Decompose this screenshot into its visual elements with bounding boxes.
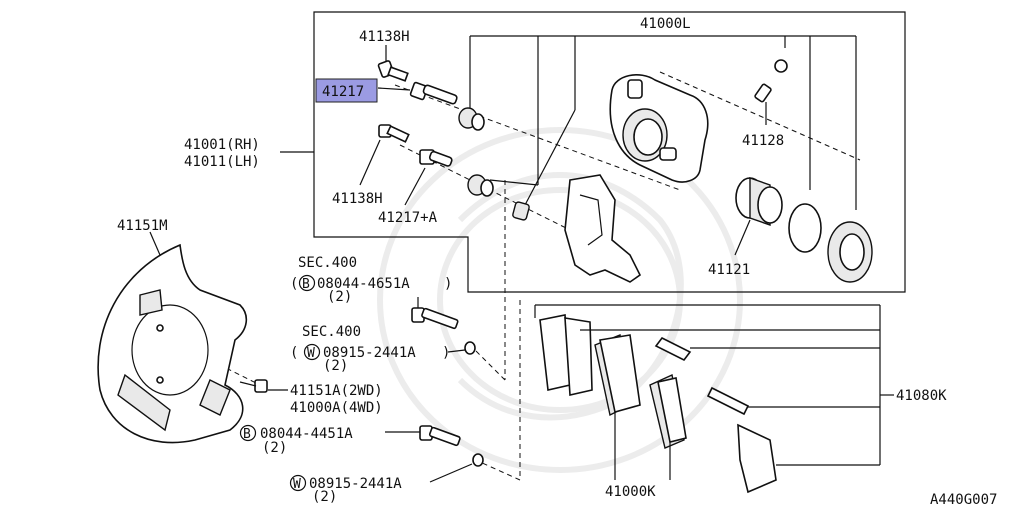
b-circle-1: [298, 274, 316, 292]
label-body-lh: 41011(LH): [184, 154, 260, 170]
bolt-41138h-bottom: [359, 124, 410, 186]
b-symbol-1: B: [302, 277, 310, 292]
splash-plate-41151m: [97, 231, 248, 444]
dust-boot: [827, 221, 873, 283]
label-bolt-top: 41138H: [359, 29, 410, 45]
bleeder-41128: [754, 59, 788, 125]
label-washer2-qty: (2): [312, 489, 337, 505]
label-washer2: 08915-2441A: [309, 476, 402, 492]
w-circle-1: [303, 343, 321, 361]
torque-member: [564, 174, 642, 283]
paren-open-1: (: [290, 276, 298, 292]
paren-open-2: (: [290, 345, 298, 361]
label-screw-2wd: 41151A(2WD): [290, 383, 383, 399]
pin-leader: [377, 87, 411, 91]
w-symbol-1: W: [307, 346, 315, 361]
guide-pin-41217a: [404, 149, 453, 206]
guide-pin-41217: [409, 81, 458, 105]
label-bolt-bottom: 41138H: [332, 191, 383, 207]
bolt-41138h-top: [377, 48, 409, 82]
label-pad: 41000K: [605, 484, 656, 500]
b-circle-2: [239, 424, 257, 442]
screw-41151a: [239, 379, 288, 393]
watermark: [377, 127, 743, 473]
piston-seal: [788, 203, 822, 253]
label-pin-highlight[interactable]: 41217: [322, 84, 364, 100]
pin-boot-lower: [467, 174, 494, 197]
bolt-08044-4651a: [411, 297, 459, 330]
label-bolt1-qty: (2): [327, 289, 352, 305]
label-washer1: 08915-2441A: [323, 345, 416, 361]
label-washer1-qty: (2): [323, 358, 348, 374]
label-pad-kit: 41080K: [896, 388, 947, 404]
pin-boot-upper: [458, 107, 485, 131]
caliper-body: [609, 74, 709, 183]
label-bolt2: 08044-4451A: [260, 426, 353, 442]
label-body-rh: 41001(RH): [184, 137, 260, 153]
label-sec2: SEC.400: [302, 324, 361, 340]
figure-id: A440G007: [930, 492, 997, 508]
bolt-08044-4451a: [385, 425, 461, 447]
small-boot: [512, 201, 530, 221]
label-bleeder: 41128: [742, 133, 784, 149]
brake-pads-41000k: [539, 314, 687, 480]
label-bolt1: 08044-4651A: [317, 276, 410, 292]
pad-kit-41080k: [534, 304, 894, 494]
label-pin-a: 41217+A: [378, 210, 438, 226]
highlight-41217: [315, 78, 378, 103]
piston-41121: [734, 177, 783, 256]
caliper-frame: [313, 11, 906, 293]
b-symbol-2: B: [243, 427, 251, 442]
w-symbol-2: W: [293, 477, 301, 492]
label-caliper-assy: 41000L: [640, 16, 691, 32]
washer-08915-2441a-upper: [447, 341, 476, 355]
label-sec1: SEC.400: [298, 255, 357, 271]
w-circle-2: [289, 474, 307, 492]
paren-close-2: ): [442, 345, 450, 361]
label-screw-4wd: 41000A(4WD): [290, 400, 383, 416]
washer-08915-2441a-lower: [429, 453, 484, 483]
paren-close-1: ): [444, 276, 452, 292]
label-piston: 41121: [708, 262, 750, 278]
label-bolt2-qty: (2): [262, 440, 287, 456]
label-plate: 41151M: [117, 218, 168, 234]
